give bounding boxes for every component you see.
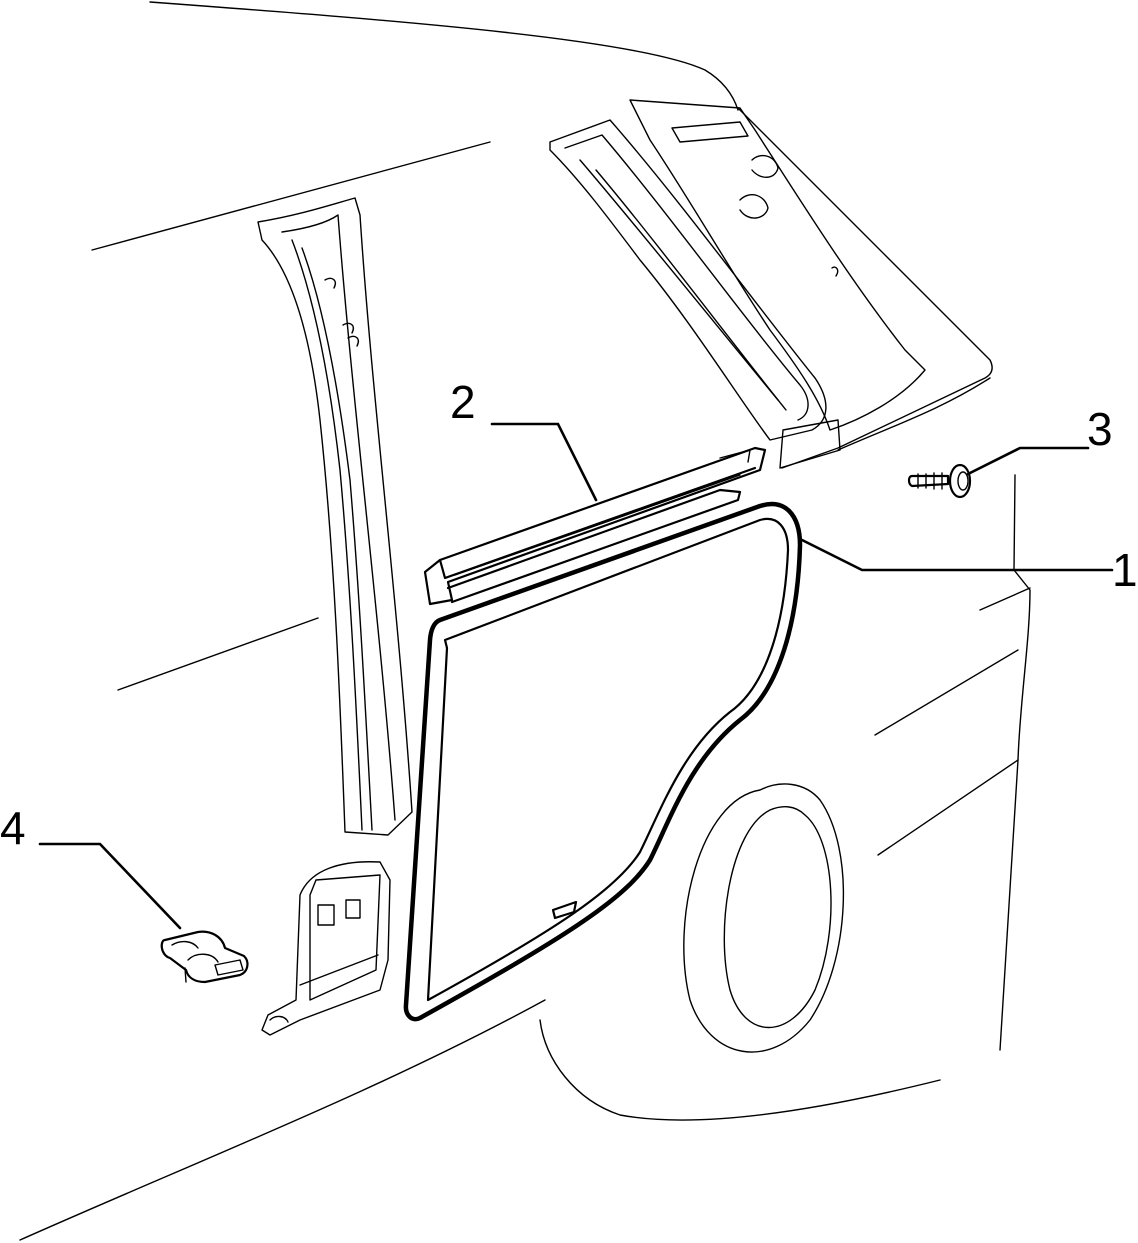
screw-part-3 xyxy=(907,463,972,499)
leader-4 xyxy=(38,842,182,930)
c-pillar-trim xyxy=(549,99,926,469)
car-body-outline xyxy=(19,1,1031,1241)
leader-2 xyxy=(490,422,598,502)
b-pillar-trim xyxy=(257,197,413,836)
clip-part-4 xyxy=(160,930,249,984)
door-seal-part-1 xyxy=(403,501,803,1022)
lower-sill-trim xyxy=(261,861,391,1036)
leader-lines xyxy=(38,422,1114,930)
leader-3 xyxy=(966,446,1090,476)
callout-4: 4 xyxy=(0,802,26,854)
belt-seal-part-2 xyxy=(423,446,767,606)
callout-2: 2 xyxy=(450,376,476,428)
callout-3: 3 xyxy=(1087,403,1113,455)
callout-labels: 1 2 3 4 xyxy=(0,376,1138,854)
leader-1 xyxy=(800,538,1114,572)
callout-1: 1 xyxy=(1112,544,1138,596)
